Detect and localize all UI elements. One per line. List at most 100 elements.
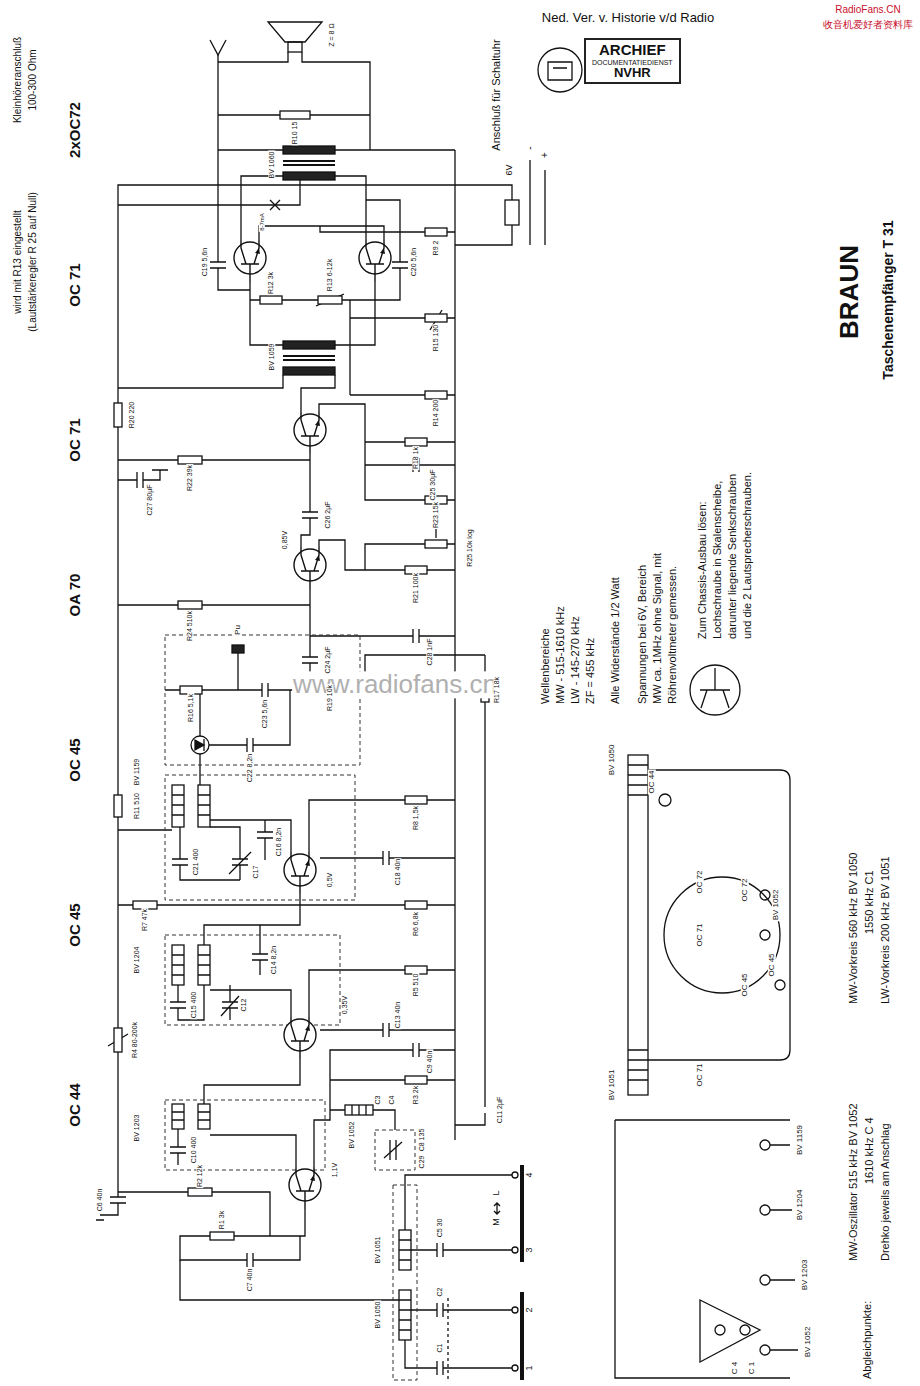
schematic-label: BV 1051	[374, 1236, 381, 1265]
schematic-label: 2	[525, 1306, 534, 1313]
schematic-label: Spannungen bei 6V, Bereich	[637, 564, 649, 705]
schematic-label: C 1	[748, 1361, 756, 1375]
schematic-label: Drehko jeweils am Anschlag	[880, 1122, 892, 1262]
schematic-label: R21 100k	[412, 572, 419, 604]
schematic-label: -	[525, 145, 536, 150]
schematic-label: OC 71	[696, 922, 704, 947]
schematic-label: R12 3k	[267, 271, 274, 295]
schematic-label: MW-Vorkreis 560 kHz BV 1050	[848, 852, 860, 1005]
schematic-label: C20 5,6n	[410, 247, 417, 277]
schematic-label: MW - 515-1610 kHz	[555, 605, 567, 705]
schematic-label: C1	[436, 1343, 443, 1354]
schematic-label: R14 200	[432, 399, 439, 427]
schematic-label: R4 80-200k	[131, 1021, 138, 1059]
schematic-label: C7 40n	[246, 1268, 253, 1293]
schematic-label: 1610 kHz C 4	[864, 1116, 876, 1185]
schematic-label: C22 8,2n	[246, 753, 253, 783]
schematic-label: BV 1050	[374, 1301, 381, 1330]
schematic-label: OC 44	[648, 769, 656, 794]
schematic-label: OC 45	[67, 737, 83, 782]
schematic-label: BV 1052	[772, 889, 780, 922]
schematic-label: C2	[436, 1287, 443, 1298]
schematic-label: BV 1059	[268, 343, 275, 372]
schematic-label: Ned. Ver. v. Historie v/d Radio	[541, 11, 715, 25]
schematic-label: C17	[252, 865, 259, 880]
schematic-label: BV 1051	[608, 1069, 616, 1102]
schematic-label: C10 400	[190, 1136, 197, 1164]
schematic-label: Anschluß für Schaltuhr	[491, 38, 503, 151]
schematic-label: C27 80µF	[146, 484, 153, 517]
schematic-label: R5 510	[412, 973, 419, 998]
schematic-label: R24 510k	[186, 610, 193, 642]
schematic-label: R25 10k log	[466, 528, 473, 567]
schematic-label: R20 220	[128, 401, 135, 429]
schematic-label: ZF = 455 kHz	[585, 637, 597, 705]
schematic-label: 3	[525, 1246, 534, 1253]
schematic-label: LW-Vorkreis 200 kHz BV 1051	[880, 855, 892, 1005]
schematic-label: Wellenbereiche	[540, 627, 552, 705]
schematic-label: C16 8,2n	[275, 827, 282, 857]
schematic-label: R8 1,5k	[412, 805, 419, 831]
schematic-label: C9 40n	[426, 1050, 433, 1075]
schematic-label: C13 40n	[394, 1001, 401, 1029]
schematic-label: R23 15k	[432, 501, 439, 529]
schematic-label: R11 510	[133, 792, 140, 820]
schematic-label: 8-7mA	[259, 212, 265, 232]
schematic-label: C5 30	[436, 1218, 443, 1239]
schematic-label: 0,35V	[341, 995, 348, 1015]
schematic-label: Zum Chassis-Ausbau lösen:	[697, 500, 709, 640]
schematic-label: (Lautstärkeregler R 25 auf Null)	[28, 191, 39, 333]
stamp-text: DOCUMENTATIEDIENST	[592, 59, 673, 67]
schematic-label: RadioFans.CN	[834, 5, 902, 16]
schematic-label: R15 130	[432, 324, 439, 352]
schematic-label: 0,5V	[326, 872, 333, 888]
schematic-label: 0,85V	[281, 530, 288, 550]
schematic-label: BV 1060	[268, 151, 275, 180]
watermark: www.radiofans.cn	[292, 671, 498, 698]
schematic-label: 4	[525, 1171, 534, 1178]
schematic-label: 1	[525, 1364, 534, 1371]
layout-sketches	[538, 48, 798, 1378]
schematic-label: OC 72	[741, 877, 749, 902]
schematic-label: und die 2 Lautsprecherschrauben.	[742, 471, 754, 640]
schematic-label: R17 18k	[493, 676, 500, 704]
schematic-label: R10 15	[291, 121, 298, 146]
schematic-label: R16 5,1k	[187, 693, 194, 723]
schematic-label: BV 1204	[133, 946, 140, 975]
schematic-label: C6 40n	[96, 1188, 103, 1213]
schematic-label: OC 45	[67, 902, 83, 947]
schematic-label: BV 1159	[796, 1124, 804, 1156]
schematic-label: BV 1203	[801, 1259, 809, 1292]
schematic-label: 1550 kHz C1	[864, 869, 876, 935]
schematic-label: Pu	[234, 624, 242, 636]
schematic-label: 收音机爱好者资料库	[822, 20, 914, 31]
schematic-label: C15 400	[190, 991, 197, 1019]
sheet-title: Taschenempfänger T 31	[881, 219, 896, 380]
schematic-label: L	[492, 1189, 501, 1196]
schematic-label: R13 6-12k	[326, 258, 333, 292]
stamp-text: NVHR	[592, 66, 673, 80]
schematic-label: OC 71	[67, 262, 83, 307]
schematic-label: 2xOC72	[67, 101, 83, 159]
schematic-label: C8 135	[418, 1128, 425, 1153]
schematic-label: BV 1050	[608, 744, 616, 777]
schematic-label: R1 3k	[218, 1210, 225, 1230]
schematic-label: OC 71	[696, 1062, 704, 1087]
schematic-label: C4	[388, 1095, 395, 1106]
schematic-label: OC 45	[741, 972, 749, 997]
schematic-label: R2 12k	[196, 1164, 203, 1188]
schematic-label: C3	[374, 1095, 381, 1106]
schematic-label: R3 2k	[412, 1085, 419, 1105]
schematic-label: BRAUN	[836, 244, 863, 340]
schematic-label: darunter liegende Senkschrauben	[727, 473, 739, 640]
schematic-label: BV 1052	[804, 1326, 812, 1359]
schematic-label: MW-Oszillator 515 kHz BV 1052	[848, 1102, 860, 1262]
schematic-label: wird mit R13 eingestellt	[13, 209, 24, 314]
schematic-label: M	[492, 1217, 501, 1227]
schematic-label: Röhrenvoltmeter gemessen.	[667, 565, 679, 705]
shield-cans	[165, 635, 417, 1380]
transistors	[234, 240, 391, 1209]
schematic-label: OC 71	[67, 417, 83, 462]
schematic-label: OC 72	[696, 869, 704, 894]
